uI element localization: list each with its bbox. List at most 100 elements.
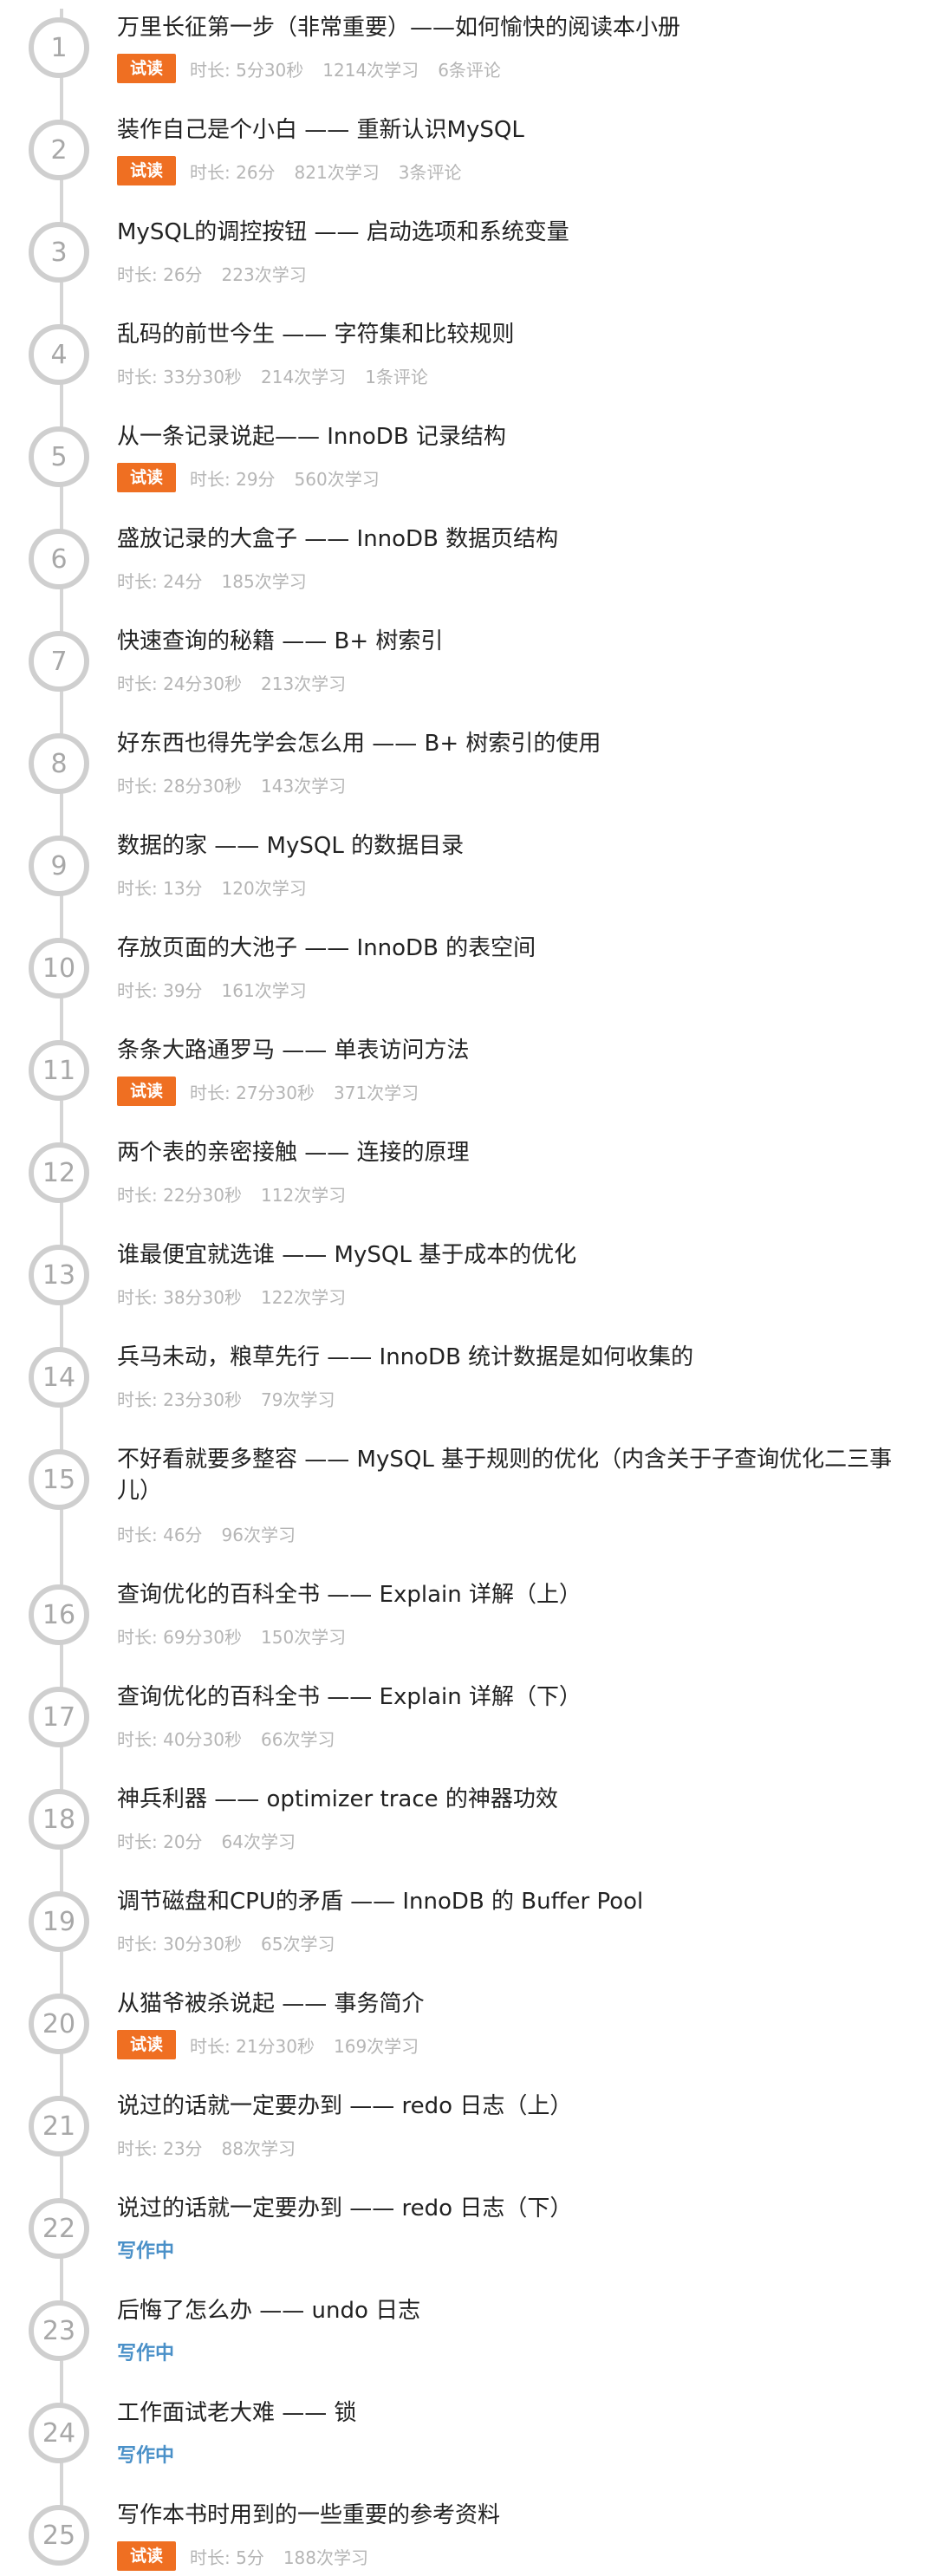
chapter-number-circle: 20 <box>29 1994 89 2054</box>
chapter-meta: 写作中 <box>117 2234 174 2264</box>
chapter-title[interactable]: 好东西也得先学会怎么用 —— B+ 树索引的使用 <box>117 731 601 757</box>
trial-read-badge[interactable]: 试读 <box>117 2541 176 2571</box>
duration: 时长: 24分30秒 <box>117 673 242 694</box>
duration: 时长: 38分30秒 <box>117 1286 242 1308</box>
duration: 时长: 46分 <box>117 1524 203 1545</box>
learn-count: 821次学习 <box>294 161 380 183</box>
chapter-number-circle: 8 <box>29 733 89 794</box>
learn-count: 143次学习 <box>261 775 347 797</box>
duration: 时长: 23分 <box>117 2137 203 2159</box>
chapter-title[interactable]: 盛放记录的大盒子 —— InnoDB 数据页结构 <box>117 526 559 552</box>
learn-count: 64次学习 <box>221 1831 296 1852</box>
learn-count: 223次学习 <box>221 263 307 285</box>
chapter-item[interactable]: 24 工作面试老大难 —— 锁写作中 <box>0 2385 936 2488</box>
chapter-item[interactable]: 20 从猫爷被杀说起 —— 事务简介试读时长: 21分30秒 169次学习 <box>0 1976 936 2078</box>
learn-count: 214次学习 <box>261 366 347 387</box>
learn-count: 185次学习 <box>221 570 307 592</box>
chapter-title[interactable]: MySQL的调控按钮 —— 启动选项和系统变量 <box>117 219 569 245</box>
chapter-meta: 写作中 <box>117 2439 174 2469</box>
chapter-title[interactable]: 工作面试老大难 —— 锁 <box>117 2400 357 2426</box>
chapter-number-circle: 2 <box>29 120 89 180</box>
learn-count: 560次学习 <box>294 468 380 490</box>
trial-read-badge[interactable]: 试读 <box>117 2030 176 2059</box>
trial-read-badge[interactable]: 试读 <box>117 463 176 492</box>
duration: 时长: 26分 <box>117 263 203 285</box>
chapter-title[interactable]: 快速查询的秘籍 —— B+ 树索引 <box>117 628 444 654</box>
chapter-number-circle: 21 <box>29 2096 89 2156</box>
duration: 时长: 39分 <box>117 979 203 1001</box>
chapter-title[interactable]: 查询优化的百科全书 —— Explain 详解（下） <box>117 1684 582 1710</box>
learn-count: 169次学习 <box>334 2035 419 2057</box>
chapter-title[interactable]: 存放页面的大池子 —— InnoDB 的表空间 <box>117 935 536 961</box>
chapter-title[interactable]: 兵马未动，粮草先行 —— InnoDB 统计数据是如何收集的 <box>117 1344 694 1370</box>
chapter-number-circle: 22 <box>29 2198 89 2259</box>
trial-read-badge[interactable]: 试读 <box>117 156 176 185</box>
chapter-number-circle: 10 <box>29 938 89 999</box>
chapter-number-circle: 6 <box>29 529 89 589</box>
chapter-number-circle: 24 <box>29 2403 89 2463</box>
chapter-item[interactable]: 19 调节磁盘和CPU的矛盾 —— InnoDB 的 Buffer Pool 时长:… <box>0 1874 936 1976</box>
writing-status: 写作中 <box>117 2445 175 2467</box>
chapter-title[interactable]: 数据的家 —— MySQL 的数据目录 <box>117 833 465 859</box>
chapter-number-circle: 7 <box>29 631 89 692</box>
chapter-title[interactable]: 条条大路通罗马 —— 单表访问方法 <box>117 1038 470 1064</box>
chapter-title[interactable]: 从一条记录说起—— InnoDB 记录结构 <box>117 424 506 450</box>
chapter-title[interactable]: 从猫爷被杀说起 —— 事务简介 <box>117 1991 425 2017</box>
chapter-title[interactable]: 不好看就要多整容 —— MySQL 基于规则的优化（内含关于子查询优化二三事儿） <box>117 1447 893 1504</box>
duration: 时长: 13分 <box>117 877 203 899</box>
duration: 时长: 69分30秒 <box>117 1626 242 1648</box>
chapter-title[interactable]: 两个表的亲密接触 —— 连接的原理 <box>117 1140 470 1166</box>
learn-count: 96次学习 <box>221 1524 296 1545</box>
chapter-item[interactable]: 22 说过的话就一定要办到 —— redo 日志（下） 写作中 <box>0 2181 936 2283</box>
chapter-title[interactable]: 神兵利器 —— optimizer trace 的神器功效 <box>117 1786 558 1812</box>
chapter-title[interactable]: 调节磁盘和CPU的矛盾 —— InnoDB 的 Buffer Pool <box>117 1889 644 1915</box>
chapter-meta: 时长: 20分 64次学习 <box>117 1825 315 1855</box>
trial-read-badge[interactable]: 试读 <box>117 1077 176 1106</box>
duration: 时长: 20分 <box>117 1831 203 1852</box>
chapter-title[interactable]: 装作自己是个小白 —— 重新认识MySQL <box>117 117 524 143</box>
chapter-title[interactable]: 说过的话就一定要办到 —— redo 日志（上） <box>117 2093 573 2119</box>
chapter-number-circle: 5 <box>29 426 89 487</box>
learn-count: 122次学习 <box>261 1286 347 1308</box>
duration: 时长: 21分30秒 <box>190 2035 315 2057</box>
chapter-title[interactable]: 万里长征第一步（非常重要）——如何愉快的阅读本小册 <box>117 15 681 41</box>
chapter-title[interactable]: 乱码的前世今生 —— 字符集和比较规则 <box>117 322 515 348</box>
chapter-number-circle: 19 <box>29 1891 89 1952</box>
chapter-title[interactable]: 后悔了怎么办 —— undo 日志 <box>117 2298 421 2324</box>
chapter-title[interactable]: 查询优化的百科全书 —— Explain 详解（上） <box>117 1582 582 1608</box>
chapter-number-circle: 25 <box>29 2505 89 2566</box>
trial-read-badge[interactable]: 试读 <box>117 54 176 83</box>
writing-status: 写作中 <box>117 2343 175 2365</box>
chapter-title[interactable]: 谁最便宜就选谁 —— MySQL 基于成本的优化 <box>117 1242 577 1268</box>
chapter-meta: 时长: 38分30秒 122次学习 <box>117 1281 365 1311</box>
chapter-title[interactable]: 写作本书时用到的一些重要的参考资料 <box>117 2502 501 2528</box>
chapter-title[interactable]: 说过的话就一定要办到 —— redo 日志（下） <box>117 2195 573 2221</box>
